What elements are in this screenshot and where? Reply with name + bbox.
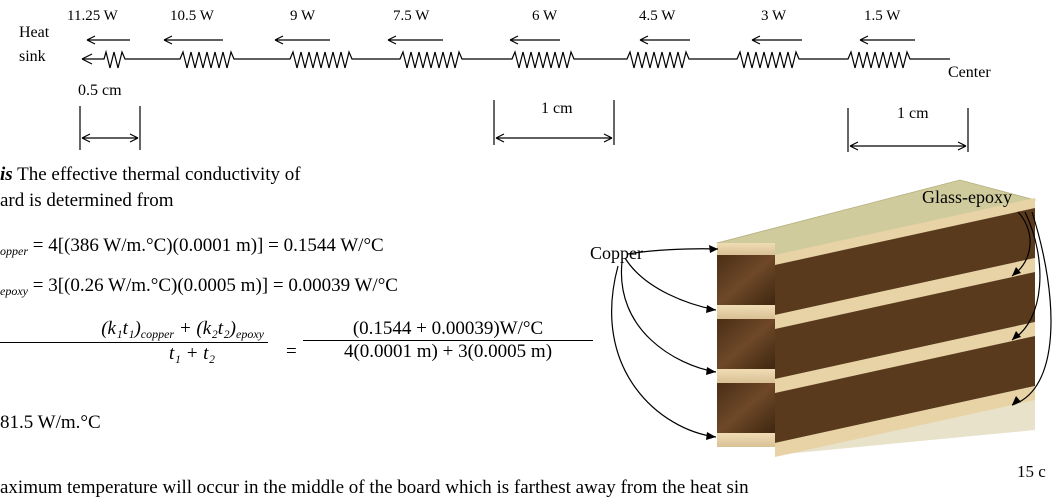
t-sum-term: t₁ + t₂	[168, 343, 216, 364]
dim-label-right: 1 cm	[897, 105, 929, 122]
analysis-line1-text: The effective thermal conductivity of	[12, 164, 301, 185]
board-layers	[717, 243, 775, 447]
resistor-chain	[82, 49, 950, 69]
copper-pointer-arrows	[611, 248, 719, 438]
analysis-line-1: is The effective thermal conductivity of	[0, 163, 301, 187]
copper-subscript-2: copper	[140, 327, 175, 341]
copper-equation: opper = 4[(386 W/m.°C)(0.0001 m)] = 0.15…	[0, 235, 384, 259]
epoxy-subscript-2: epoxy	[236, 327, 264, 341]
power-label-8: 1.5 W	[864, 8, 901, 24]
k-eff-numerator-right: (0.1544 + 0.00039)W/°C	[352, 318, 544, 339]
k-eff-numerator-left: (k₁t₁)copper + (k₂t₂)epoxy	[0, 318, 268, 342]
board-side-layers	[775, 198, 1035, 457]
dim-label-first: 0.5 cm	[78, 82, 122, 99]
k-eff-fraction-right: (0.1544 + 0.00039)W/°C 4(0.0001 m) + 3(0…	[303, 318, 593, 363]
dimension-lines	[79, 100, 969, 152]
power-label-1: 11.25 W	[67, 8, 118, 24]
heat-sink-label-line1: Heat	[19, 24, 50, 41]
bottom-paragraph-text: aximum temperature will occur in the mid…	[0, 477, 749, 498]
analysis-heading: is	[0, 164, 13, 185]
dim-label-middle: 1 cm	[541, 100, 573, 117]
power-label-7: 3 W	[761, 8, 787, 24]
power-label-5: 6 W	[532, 8, 558, 24]
center-label: Center	[948, 64, 991, 81]
k-eff-result: 81.5 W/m.°C	[0, 412, 101, 433]
equals-sign: =	[286, 341, 297, 362]
power-label-2: 10.5 W	[170, 8, 214, 24]
copper-label: Copper	[590, 243, 643, 263]
copper-arrowheads	[706, 245, 718, 440]
k-eff-denominator-right: 4(0.0001 m) + 3(0.0005 m)	[303, 340, 593, 363]
copper-equation-rhs: = 4[(386 W/m.°C)(0.0001 m)] = 0.1544 W/°…	[32, 235, 384, 256]
glass-epoxy-label: Glass-epoxy	[922, 187, 1012, 207]
board-dimension-label: 15 c	[1017, 462, 1046, 481]
k2t2-term: + (k₂t₂)	[174, 318, 237, 339]
copper-subscript: opper	[0, 244, 28, 258]
power-label-6: 4.5 W	[639, 8, 676, 24]
k1t1-term: (k₁t₁)	[101, 318, 141, 339]
k-eff-denominator-left: t₁ + t₂	[0, 342, 268, 365]
heat-flow-arrows	[86, 35, 915, 45]
power-label-3: 9 W	[290, 8, 316, 24]
analysis-line-2: ard is determined from	[0, 190, 174, 211]
heat-flow-arrowhead	[81, 53, 93, 65]
power-label-4: 7.5 W	[393, 8, 430, 24]
heat-sink-label-line2: sink	[19, 48, 46, 65]
epoxy-equation: epoxy = 3[(0.26 W/m.°C)(0.0005 m)] = 0.0…	[0, 275, 398, 299]
k-eff-fraction-left: (k₁t₁)copper + (k₂t₂)epoxy t₁ + t₂	[0, 318, 268, 365]
epoxy-equation-rhs: = 3[(0.26 W/m.°C)(0.0005 m)] = 0.00039 W…	[32, 275, 398, 296]
glass-epoxy-arrowheads	[1012, 267, 1021, 405]
epoxy-subscript: epoxy	[0, 284, 28, 298]
